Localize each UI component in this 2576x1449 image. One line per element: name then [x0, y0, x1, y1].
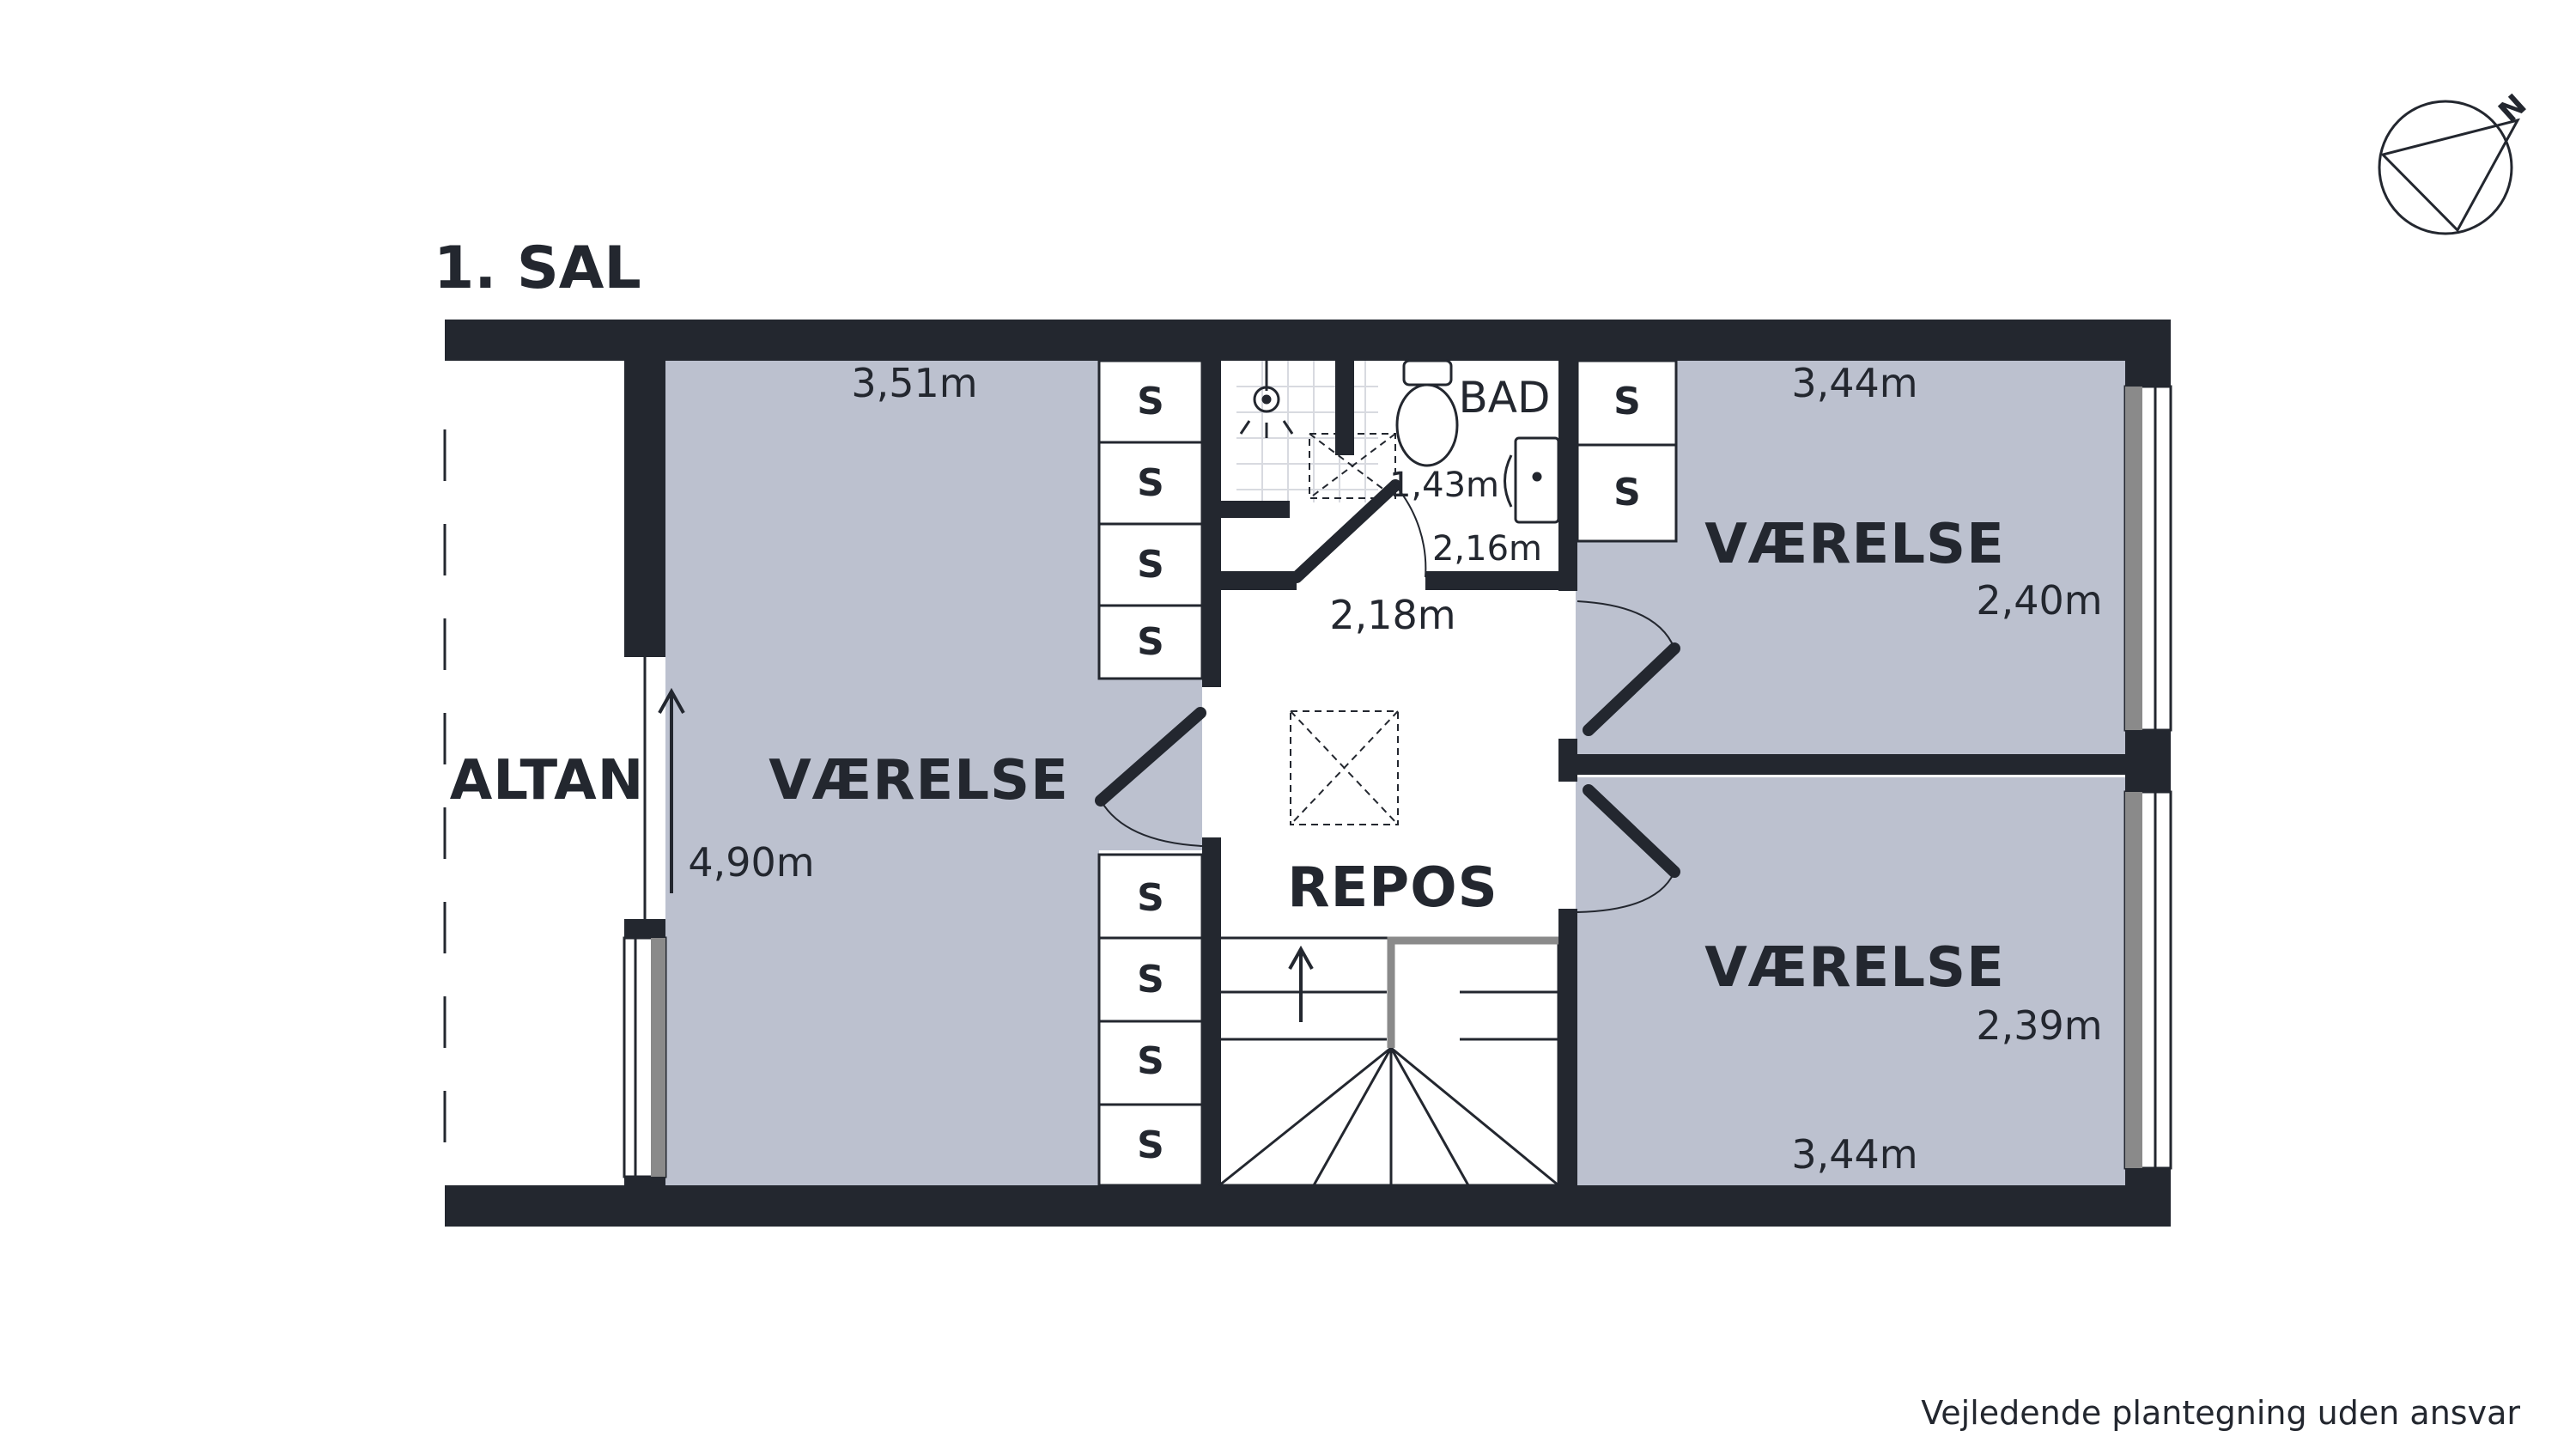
bath-door [1291, 479, 1427, 583]
wall-bath-bottom-left [1202, 571, 1297, 590]
dim-left-depth: 4,90m [688, 839, 814, 886]
door-top-right-room [1577, 600, 1680, 736]
wall-stairs-left [1202, 936, 1219, 1185]
wall-closet-left-upper [1202, 361, 1221, 575]
dim-top-right-width: 3,44m [1791, 360, 1917, 406]
wall-right-bottom [2125, 1168, 2171, 1227]
door-bottom-right-room [1577, 784, 1680, 913]
floor-title: 1. SAL [434, 234, 641, 302]
room-label-vaerelse-top-right: VÆRELSE [1704, 513, 2005, 576]
wall-bottom [445, 1185, 2171, 1227]
shower-icon [1239, 361, 1294, 438]
closet-label: S [1137, 543, 1164, 587]
wall-bath-inner [1335, 361, 1354, 455]
wall-repos-right-upper [1558, 361, 1577, 591]
wall-altan-upper [624, 361, 665, 657]
closet-label: S [1137, 876, 1164, 920]
closet-label: S [1613, 380, 1641, 423]
closet-label: S [1137, 620, 1164, 664]
closet-right [1576, 359, 1678, 543]
closet-label: S [1137, 461, 1164, 505]
wall-between-right-rooms [1577, 754, 2125, 775]
closet-label: S [1137, 380, 1164, 423]
skylight [1290, 710, 1399, 825]
wall-bath-bottom-right [1425, 571, 1576, 590]
wall-repos-right-mid [1558, 739, 1577, 782]
closet-label: S [1613, 471, 1641, 514]
closet-left-lower [1097, 853, 1204, 1187]
sink-icon [1504, 436, 1560, 524]
room-label-repos: REPOS [1287, 856, 1498, 920]
bathroom-tiles [1236, 361, 1378, 502]
wall-closet-left-mid [1202, 575, 1221, 687]
shower-floor-drain [1309, 433, 1396, 499]
windows [623, 385, 2172, 1178]
dim-bad-a: 1,43m [1389, 466, 1499, 505]
staircase [1218, 936, 1560, 1187]
closet-label: S [1137, 958, 1164, 1002]
compass-icon [2378, 100, 2520, 235]
stair-arrow-icon [1288, 945, 1314, 1022]
stair-railing [1387, 936, 1558, 1048]
entry-arrow-icon [658, 687, 685, 893]
wall-right-mid [2125, 730, 2171, 792]
room-label-vaerelse-bottom-right: VÆRELSE [1704, 936, 2005, 1000]
closet-label: S [1137, 1123, 1164, 1167]
room-fill-vaerelse-bottom-right [1576, 777, 2125, 1185]
room-label-altan: ALTAN [450, 749, 645, 813]
toilet-icon [1395, 359, 1459, 467]
dim-left-width: 3,51m [851, 360, 977, 406]
dim-bottom-right-depth: 2,39m [1976, 1002, 2102, 1049]
disclaimer-text: Vejledende plantegning uden ansvar [1921, 1394, 2520, 1432]
dim-repos-width: 2,18m [1329, 592, 1455, 638]
closet-label: S [1137, 1039, 1164, 1083]
closet-left-upper [1097, 359, 1204, 680]
room-label-bad: BAD [1458, 373, 1550, 423]
wall-top [445, 320, 2171, 361]
walls [445, 320, 2171, 1227]
wall-right-top [2125, 320, 2171, 387]
compass-north-label: N [2492, 88, 2533, 130]
room-label-vaerelse-left: VÆRELSE [769, 749, 1069, 813]
wall-repos-right-lower [1558, 909, 1577, 1185]
door-left-room [1095, 707, 1206, 847]
wall-altan-lower-stub [624, 919, 665, 938]
dim-top-right-depth: 2,40m [1976, 577, 2102, 624]
wall-bath-left-h [1221, 501, 1290, 518]
wall-altan-lower [624, 1177, 665, 1194]
room-fill-vaerelse-left [665, 361, 1099, 1185]
dim-bad-b: 2,16m [1432, 529, 1542, 569]
dim-bottom-right-width: 3,44m [1791, 1131, 1917, 1178]
